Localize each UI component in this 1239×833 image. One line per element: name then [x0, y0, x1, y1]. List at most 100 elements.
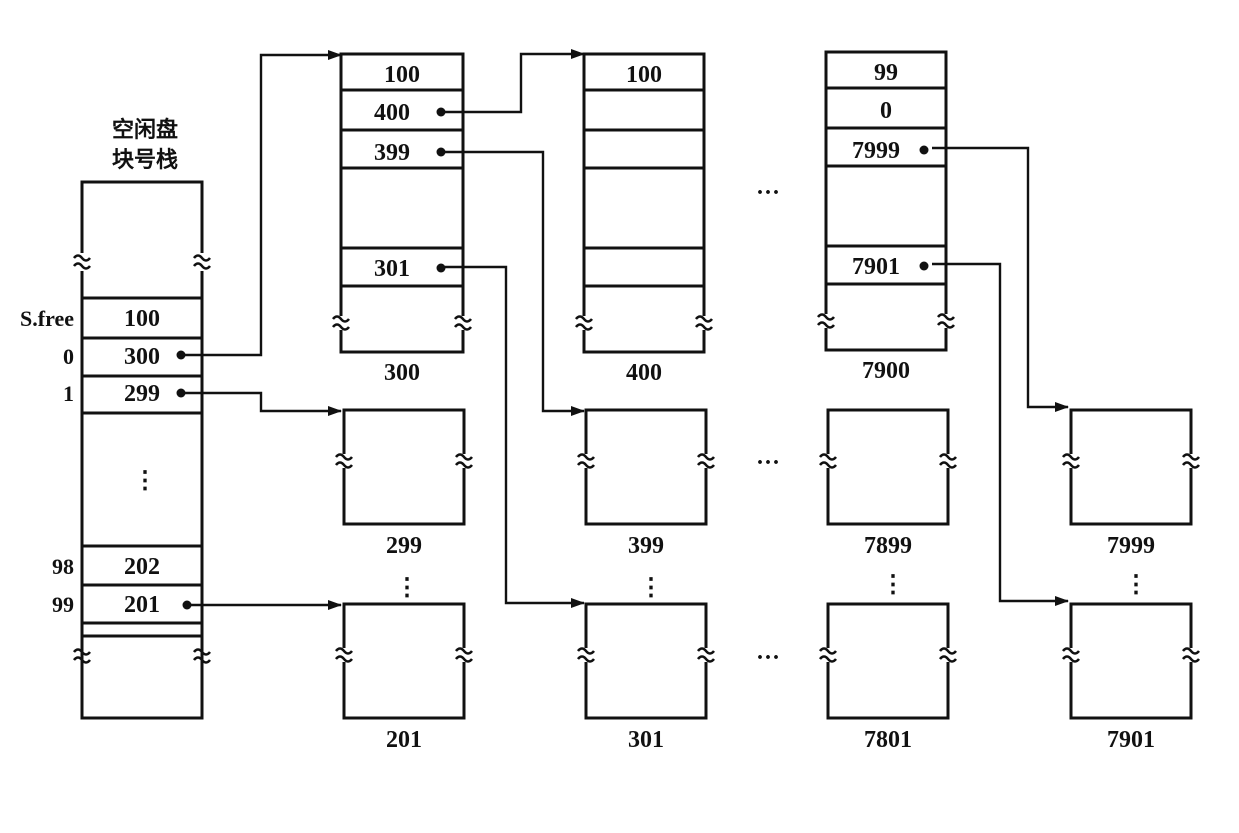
group-cell-value: 399 — [374, 140, 410, 166]
data-block-label: 7901 — [1107, 727, 1155, 753]
arrow-299-to-block — [185, 391, 342, 416]
data-block-outline — [584, 408, 708, 454]
break-mark — [696, 647, 716, 663]
break-mark — [938, 647, 958, 663]
data-block: 7801 — [818, 602, 958, 753]
ellipsis-horizontal: ··· — [756, 450, 780, 476]
ellipsis-vertical: ⋮ — [881, 572, 905, 598]
data-block-outline — [1069, 662, 1193, 720]
stack-value: 201 — [124, 592, 160, 618]
data-block-label: 7801 — [864, 727, 912, 753]
group-block-outline — [824, 50, 948, 314]
pointer-dot — [176, 388, 186, 398]
data-block-label: 7999 — [1107, 533, 1155, 559]
break-mark — [574, 315, 594, 331]
group-cell-value: 99 — [874, 60, 898, 86]
stack-value: 299 — [124, 381, 160, 407]
stack-title-line1: 空闲盘 — [112, 117, 178, 143]
group-block-outline — [824, 328, 948, 352]
data-block: 301 — [576, 602, 716, 753]
break-mark — [192, 254, 212, 270]
break-mark — [454, 453, 474, 469]
data-block-label: 399 — [628, 533, 664, 559]
group-cell-value: 100 — [384, 62, 420, 88]
break-mark — [1061, 453, 1081, 469]
data-block: 201 — [334, 602, 474, 753]
break-mark — [1181, 647, 1201, 663]
stack-title-line2: 块号栈 — [112, 148, 178, 173]
data-block-outline — [342, 408, 466, 454]
data-block: 7901 — [1061, 602, 1201, 753]
group-block: 100 400 — [574, 52, 714, 386]
break-mark — [694, 315, 714, 331]
data-block-outline — [584, 662, 708, 720]
data-block-label: 7899 — [864, 533, 912, 559]
data-block-outline — [826, 602, 950, 648]
break-mark — [334, 453, 354, 469]
stack-value: 202 — [124, 554, 160, 580]
break-mark — [818, 453, 838, 469]
data-block-outline — [584, 468, 708, 526]
break-mark — [816, 313, 836, 329]
stack-side-lines — [80, 271, 204, 298]
group-cell-value: 7901 — [852, 254, 900, 280]
arrow-7901-to-block — [932, 262, 1069, 606]
group-block-outline — [339, 330, 465, 354]
arrow-301-to-block — [445, 265, 585, 608]
ellipsis-vertical: ⋮ — [1124, 572, 1148, 598]
stack-index: 99 — [52, 592, 74, 617]
stack-bottom-outline — [80, 636, 204, 720]
arrow-300-to-group — [185, 50, 342, 357]
stack-ellipsis: ⋮ — [133, 468, 157, 494]
pointer-dot — [176, 350, 186, 360]
stack-index: 98 — [52, 554, 74, 579]
stack-index: 1 — [63, 381, 74, 406]
stack-index-sfree: S.free — [20, 306, 74, 331]
connectors — [185, 49, 1069, 610]
data-block: 299 — [334, 408, 474, 559]
arrow-399-to-block — [445, 150, 585, 416]
data-block-outline — [1069, 468, 1193, 526]
data-block-outline — [826, 662, 950, 720]
break-mark — [1061, 647, 1081, 663]
ellipsis-horizontal: ··· — [756, 180, 780, 206]
group-block-label: 300 — [384, 360, 420, 386]
break-mark — [576, 647, 596, 663]
group-cell-value: 301 — [374, 256, 410, 282]
group-cell-value: 0 — [880, 98, 892, 124]
ellipsis-vertical: ⋮ — [639, 575, 663, 601]
data-block-outline — [584, 602, 708, 648]
group-block-outline — [582, 330, 706, 354]
data-block-label: 299 — [386, 533, 422, 559]
group-block-outline — [339, 52, 465, 316]
pointer-dot — [919, 261, 929, 271]
pointer-dot — [919, 145, 929, 155]
stack-body — [80, 296, 204, 638]
group-cell-value: 100 — [626, 62, 662, 88]
stack-top-outline — [80, 180, 204, 253]
group-block-label: 400 — [626, 360, 662, 386]
break-mark — [1181, 453, 1201, 469]
group-cell-value: 7999 — [852, 138, 900, 164]
arrow-400-to-group — [445, 49, 585, 114]
group-block-outline — [582, 52, 706, 316]
pointer-dot — [436, 263, 446, 273]
break-mark — [818, 647, 838, 663]
data-block-outline — [342, 468, 466, 526]
stack-index: 0 — [63, 344, 74, 369]
data-block-outline — [826, 468, 950, 526]
pointer-dot — [436, 107, 446, 117]
break-mark — [936, 313, 956, 329]
stack-value: 100 — [124, 306, 160, 332]
data-block: 7999 — [1061, 408, 1201, 559]
pointer-dot — [182, 600, 192, 610]
free-block-stack: 空闲盘 块号栈 S.free 100 0 300 1 299 ⋮ 98 202 … — [20, 117, 212, 720]
break-mark — [334, 647, 354, 663]
data-block-outline — [342, 662, 466, 720]
ellipsis-horizontal: ··· — [756, 645, 780, 671]
break-mark — [331, 315, 351, 331]
break-mark — [696, 453, 716, 469]
